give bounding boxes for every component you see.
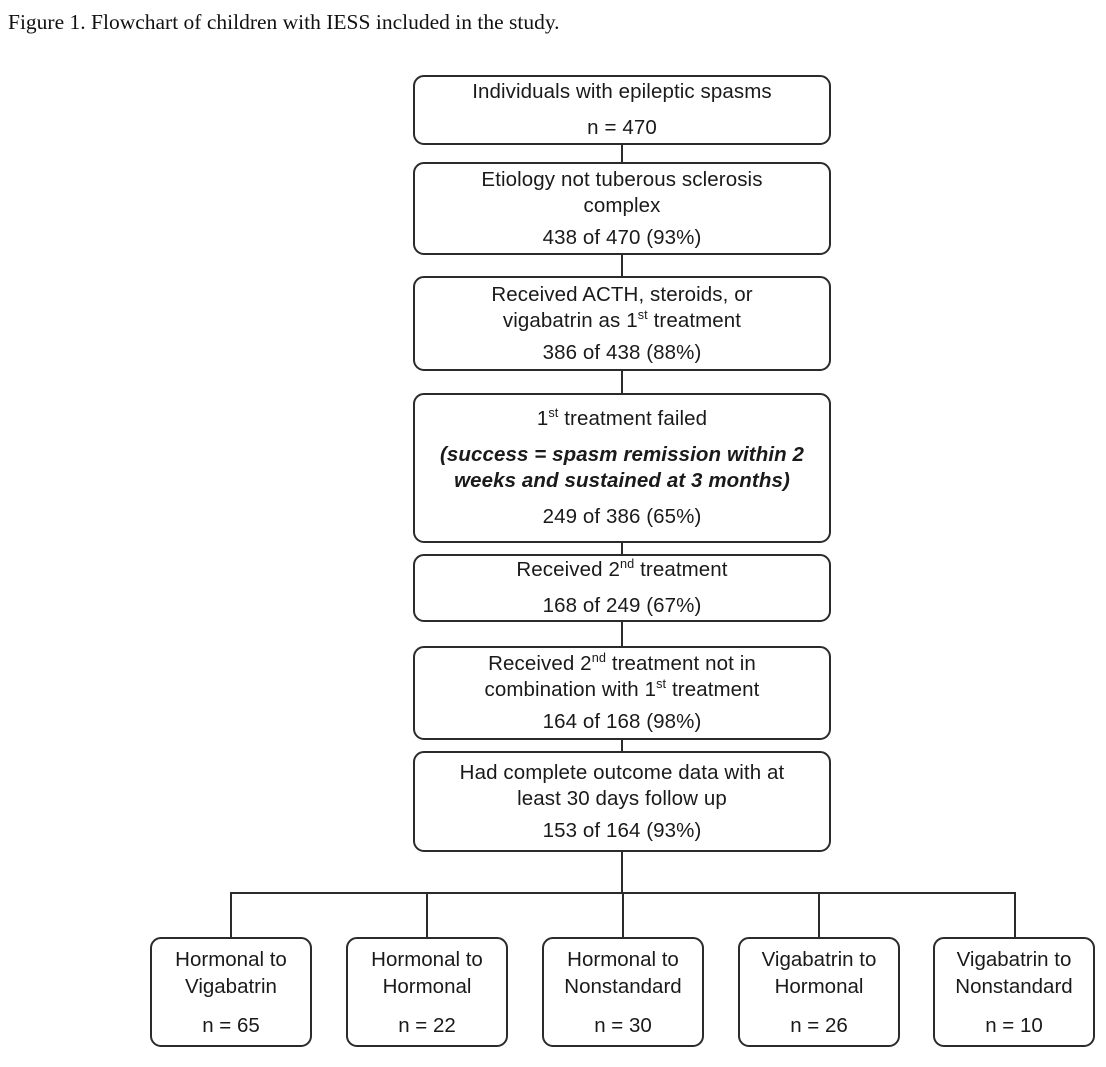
terminal-label-line2: Nonstandard (564, 974, 682, 998)
connector-box1-box2 (621, 145, 623, 162)
flow-box-received-second-treatment: Received 2nd treatment 168 of 249 (67%) (413, 554, 831, 622)
flow-box-label: Received 2nd treatment (516, 556, 728, 581)
terminal-label-line2: Hormonal (774, 974, 864, 998)
flow-box-label-line2: combination with 1st treatment (484, 676, 760, 701)
flow-box-label-line1: Received 2nd treatment not in (488, 650, 756, 675)
flow-box-count: 249 of 386 (65%) (542, 505, 702, 528)
terminal-label-line2: Vigabatrin (185, 974, 277, 998)
terminal-count: n = 22 (398, 1013, 456, 1037)
connector-box6-box7 (621, 740, 623, 751)
flow-box-label-line2: complex (583, 193, 661, 217)
terminal-box-hormonal-to-hormonal: Hormonal to Hormonal n = 22 (346, 937, 508, 1047)
terminal-box-hormonal-to-vigabatrin: Hormonal to Vigabatrin n = 65 (150, 937, 312, 1047)
connector-branch-2 (426, 892, 428, 937)
terminal-count: n = 10 (985, 1013, 1043, 1037)
terminal-count: n = 65 (202, 1013, 260, 1037)
flow-box-received-first-treatment: Received ACTH, steroids, or vigabatrin a… (413, 276, 831, 371)
terminal-box-vigabatrin-to-nonstandard: Vigabatrin to Nonstandard n = 10 (933, 937, 1095, 1047)
flow-box-complete-outcome-data: Had complete outcome data with at least … (413, 751, 831, 852)
terminal-count: n = 30 (594, 1013, 652, 1037)
connector-box2-box3 (621, 255, 623, 276)
flow-box-note-line2: weeks and sustained at 3 months) (454, 469, 790, 492)
flow-box-label-line1: Etiology not tuberous sclerosis (481, 167, 763, 191)
flow-box-second-treatment-not-combined: Received 2nd treatment not in combinatio… (413, 646, 831, 740)
figure-caption: Figure 1. Flowchart of children with IES… (8, 10, 560, 34)
ordinal-suffix: nd (591, 650, 607, 666)
flow-box-count: n = 470 (587, 116, 657, 139)
flow-box-label-line1: Had complete outcome data with at (459, 760, 785, 784)
connector-branch-5 (1014, 892, 1016, 937)
flow-box-count: 164 of 168 (98%) (542, 710, 702, 733)
terminal-label-line1: Hormonal to (175, 947, 287, 971)
terminal-count: n = 26 (790, 1013, 848, 1037)
connector-branch-1 (230, 892, 232, 937)
ordinal-suffix: st (637, 306, 648, 322)
flow-box-note-line1: (success = spasm remission within 2 (439, 443, 805, 466)
ordinal-suffix: nd (619, 556, 635, 572)
terminal-label-line1: Vigabatrin to (956, 947, 1072, 971)
terminal-label-line1: Hormonal to (567, 947, 679, 971)
flow-box-count: 153 of 164 (93%) (542, 818, 702, 842)
terminal-box-vigabatrin-to-hormonal: Vigabatrin to Hormonal n = 26 (738, 937, 900, 1047)
connector-branch-3 (622, 892, 624, 937)
connector-box3-box4 (621, 371, 623, 393)
flow-box-epileptic-spasms: Individuals with epileptic spasms n = 47… (413, 75, 831, 145)
flow-box-label-line2: vigabatrin as 1st treatment (502, 306, 742, 332)
terminal-label-line2: Hormonal (382, 974, 472, 998)
flow-box-label-line1: Received ACTH, steroids, or (491, 282, 753, 306)
ordinal-suffix: st (656, 676, 667, 692)
flow-box-count: 438 of 470 (93%) (542, 225, 702, 249)
terminal-label-line2: Nonstandard (955, 974, 1073, 998)
connector-box5-box6 (621, 622, 623, 646)
flow-box-first-treatment-failed: 1st treatment failed (success = spasm re… (413, 393, 831, 543)
connector-branch-4 (818, 892, 820, 937)
flow-box-label: 1st treatment failed (536, 405, 708, 430)
ordinal-suffix: st (548, 405, 559, 421)
flow-box-label-line2: least 30 days follow up (517, 786, 727, 810)
terminal-box-hormonal-to-nonstandard: Hormonal to Nonstandard n = 30 (542, 937, 704, 1047)
flow-box-label: Individuals with epileptic spasms (472, 80, 772, 103)
terminal-label-line1: Hormonal to (371, 947, 483, 971)
connector-trunk-to-branch-bar (621, 852, 623, 894)
flow-box-count: 168 of 249 (67%) (542, 594, 702, 617)
connector-box4-box5 (621, 543, 623, 554)
flow-box-count: 386 of 438 (88%) (542, 340, 702, 364)
flow-box-etiology-not-tsc: Etiology not tuberous sclerosis complex … (413, 162, 831, 255)
terminal-label-line1: Vigabatrin to (761, 947, 877, 971)
